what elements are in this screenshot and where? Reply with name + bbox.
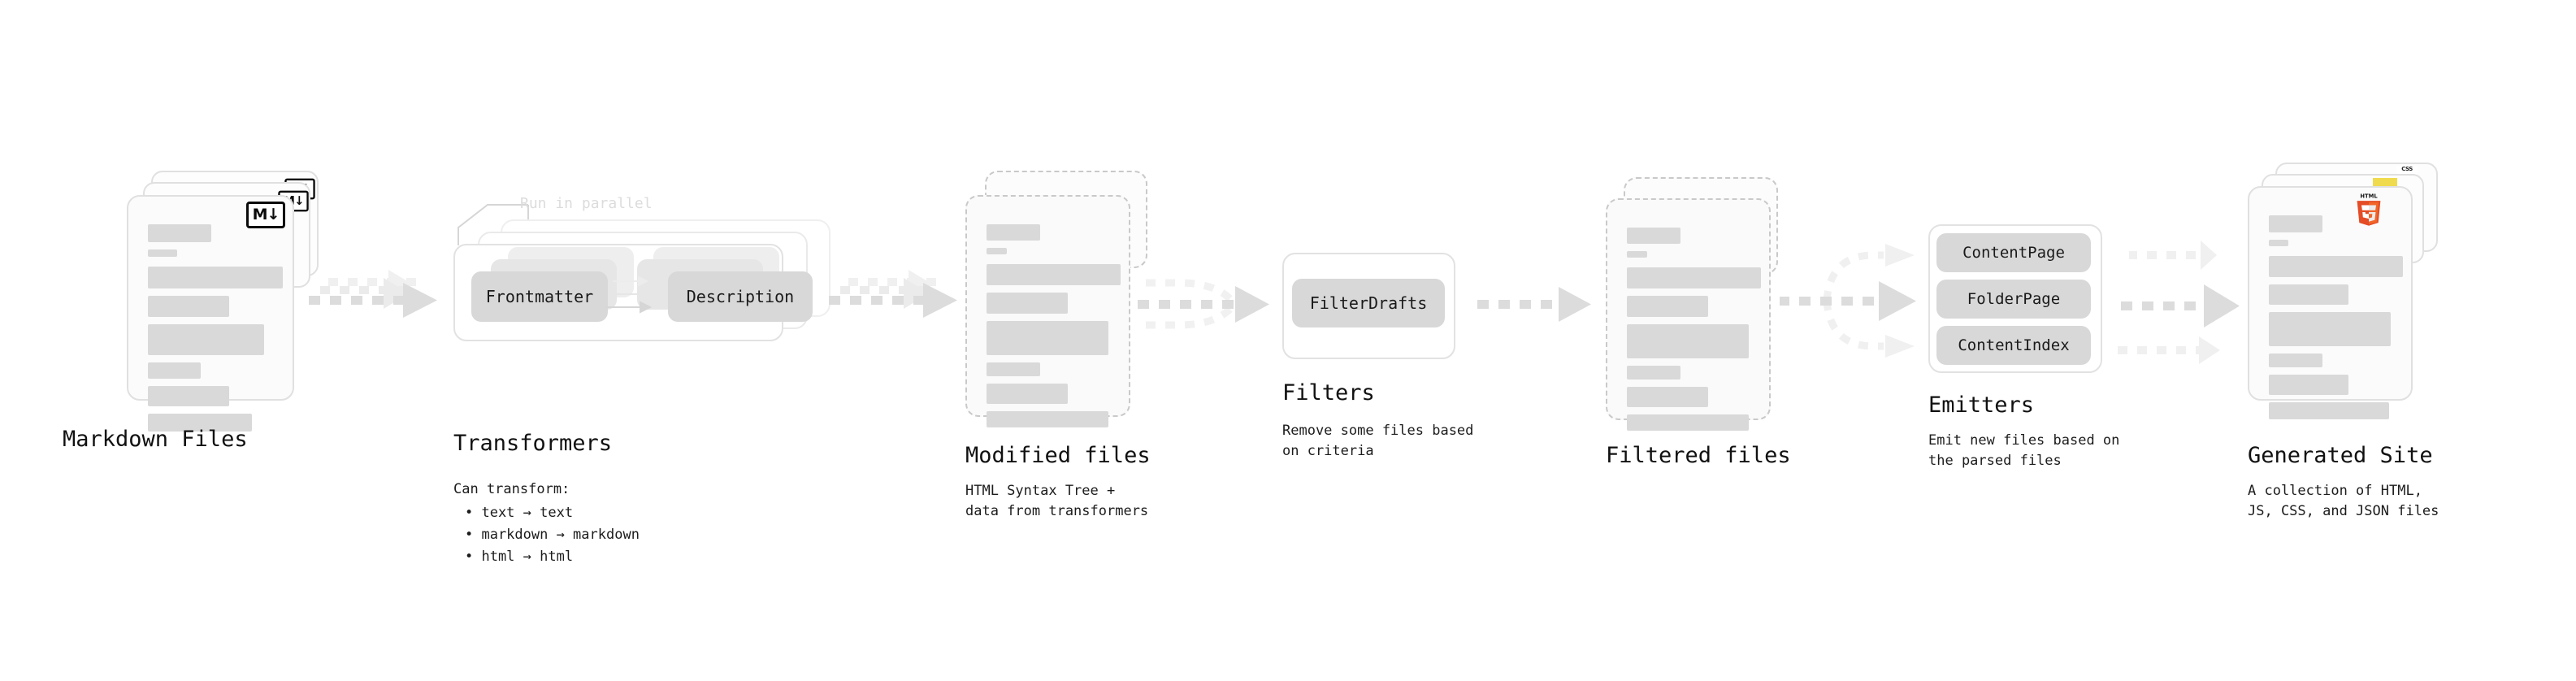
- stage-title-transformers: Transformers: [453, 431, 613, 456]
- chip-description[interactable]: Description: [668, 271, 813, 322]
- html5-badge: HTML: [2357, 193, 2381, 226]
- transformers-bullet-0: • text → text: [465, 505, 574, 521]
- generated-site-subtitle: A collection of HTML, JS, CSS, and JSON …: [2248, 483, 2439, 519]
- stage-title-emitters: Emitters: [1928, 393, 2035, 418]
- modified-card-front: [965, 195, 1130, 427]
- chip-folderpage[interactable]: FolderPage: [1936, 280, 2091, 319]
- modified-files-subtitle: HTML Syntax Tree + data from transformer…: [965, 483, 1149, 519]
- connector-filters-to-filtered: [1477, 287, 1591, 322]
- stage-title-filters: Filters: [1282, 380, 1375, 406]
- filtered-card-lines: [1627, 228, 1761, 438]
- svg-text:HTML: HTML: [2360, 193, 2378, 200]
- filtered-card-front: [1606, 198, 1771, 431]
- connector-transformers-to-modified: [829, 270, 957, 318]
- connector-emitters-to-site: [2118, 241, 2240, 364]
- transformers-subtitle: Can transform:: [453, 481, 570, 497]
- chip-contentindex[interactable]: ContentIndex: [1936, 326, 2091, 365]
- markdown-card-lines: [148, 224, 283, 439]
- site-card-lines: [2269, 215, 2403, 427]
- stage-title-filtered-files: Filtered files: [1606, 443, 1791, 468]
- chip-filterdrafts[interactable]: FilterDrafts: [1292, 279, 1445, 327]
- modified-card-lines: [987, 224, 1121, 435]
- stage-title-markdown-files: Markdown Files: [63, 427, 248, 452]
- transformers-bullet-1: • markdown → markdown: [465, 527, 640, 543]
- chip-contentpage[interactable]: ContentPage: [1936, 233, 2091, 272]
- run-in-parallel-label: Run in parallel: [520, 195, 653, 212]
- transformer-internal-arrows: [606, 275, 653, 314]
- stage-title-generated-site: Generated Site: [2248, 443, 2433, 468]
- stage-title-modified-files: Modified files: [965, 443, 1151, 468]
- site-card-front: [2248, 186, 2413, 419]
- connector-filtered-to-emitters: [1780, 244, 1916, 358]
- connector-modified-to-filters: [1138, 279, 1269, 329]
- emitters-subtitle: Emit new files based on the parsed files: [1928, 432, 2120, 469]
- markdown-card-front: [127, 195, 294, 432]
- filters-subtitle: Remove some files based on criteria: [1282, 423, 1474, 459]
- chip-frontmatter[interactable]: Frontmatter: [471, 271, 608, 322]
- markdown-badge-front: M↓: [246, 202, 285, 228]
- transformers-bullet-2: • html → html: [465, 549, 574, 565]
- connector-md-to-transformers: [309, 270, 437, 318]
